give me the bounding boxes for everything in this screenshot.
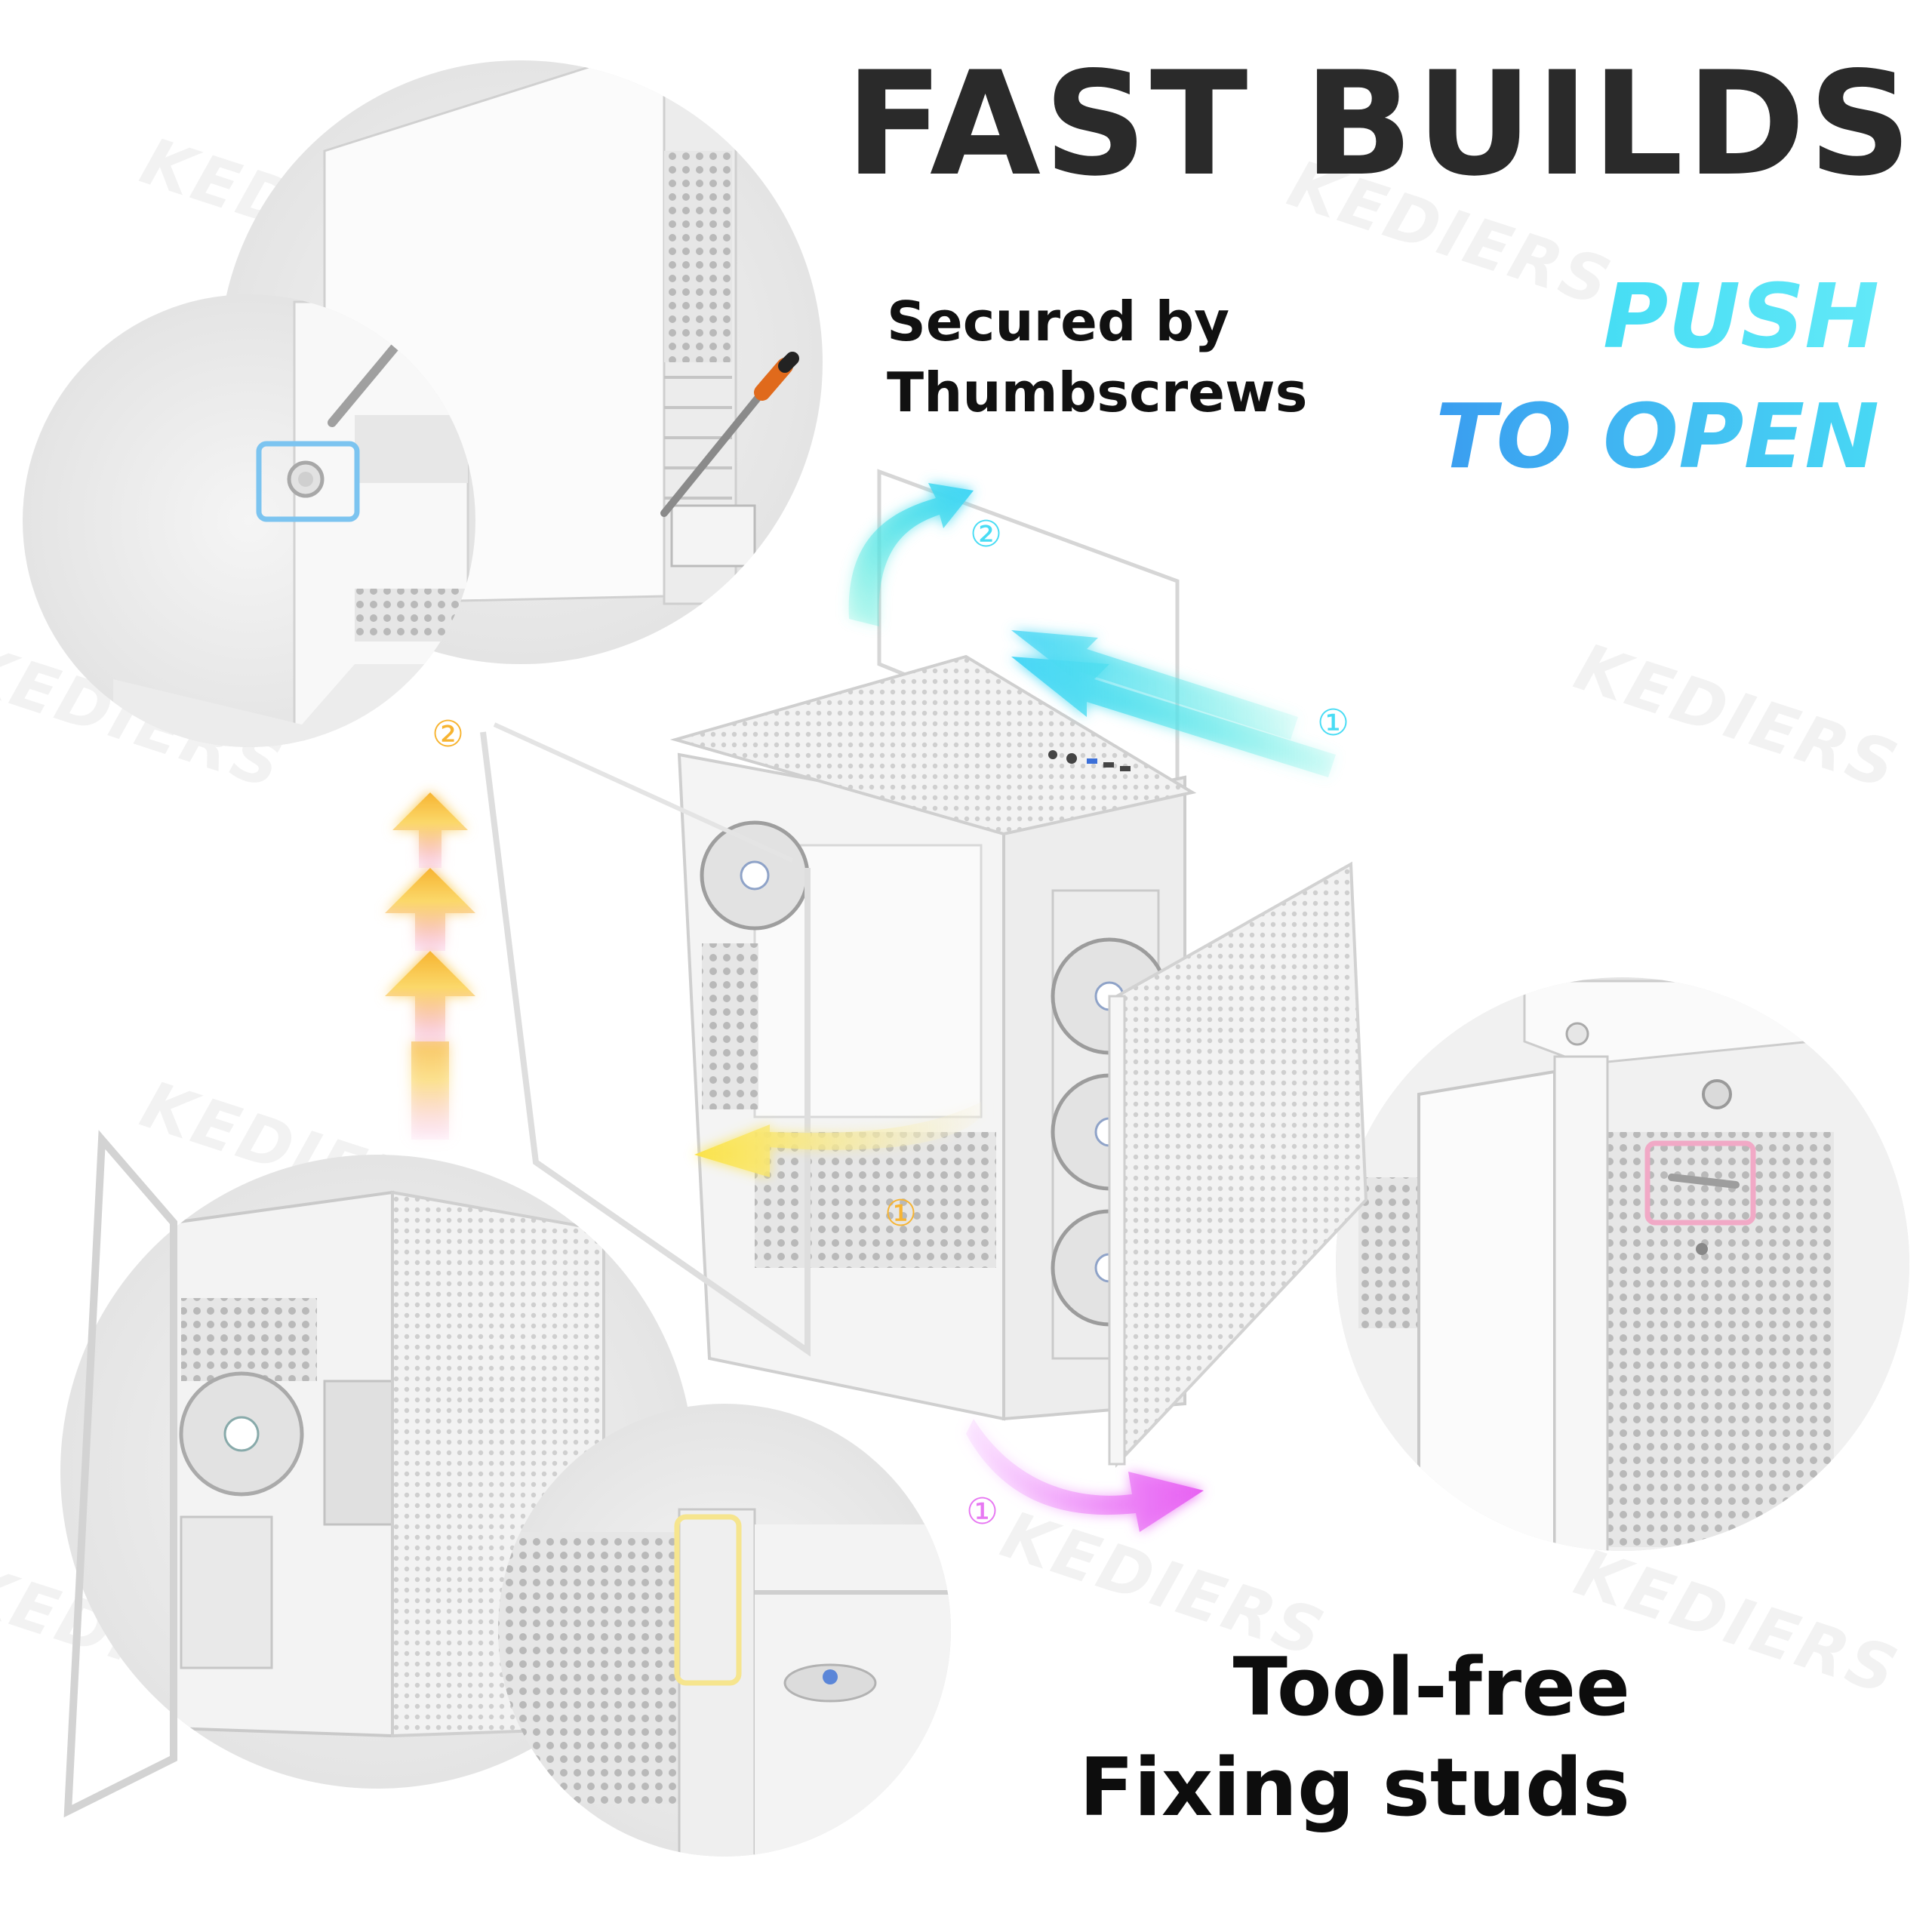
cyan-lift-arrow xyxy=(848,483,974,626)
step-marker-orange-2: ② xyxy=(432,713,465,755)
yellow-slide-arrow xyxy=(694,1102,981,1177)
magenta-swing-arrow xyxy=(966,1419,1204,1532)
step-marker-magenta-1: ① xyxy=(966,1491,999,1533)
tool-free-callout: Tool-free Fixing studs xyxy=(1079,1638,1630,1838)
step-marker-orange-1: ① xyxy=(884,1192,918,1235)
side-panel-detail xyxy=(60,1130,694,1818)
tool-free-line1: Tool-free xyxy=(1232,1641,1630,1734)
orange-lift-arrows xyxy=(385,792,475,1140)
exploded-case xyxy=(480,469,1368,1469)
glass-side-panel xyxy=(63,1130,177,1818)
cyan-push-arrows xyxy=(1011,630,1336,777)
stud-mount-detail xyxy=(1336,977,1909,1551)
thumbscrews-callout-line1: Secured by xyxy=(887,290,1230,353)
thumbscrews-callout-line2: Thumbscrews xyxy=(887,360,1308,424)
glass-side-panel-outline xyxy=(480,731,811,1357)
highlight-box-blue xyxy=(256,441,360,522)
step-marker-cyan-2: ② xyxy=(970,513,1003,555)
push-to-open-line1: PUSH xyxy=(1435,257,1879,377)
tool-free-line2: Fixing studs xyxy=(1079,1740,1630,1834)
highlight-box-pink xyxy=(1644,1140,1756,1226)
push-to-open-callout: PUSH TO OPEN xyxy=(1435,257,1879,497)
step-marker-cyan-1: ① xyxy=(1317,702,1350,744)
highlight-box-yellow xyxy=(674,1514,742,1686)
headline: FAST BUILDS xyxy=(845,41,1915,208)
thumbscrew-detail xyxy=(23,294,475,747)
push-to-open-line2: TO OPEN xyxy=(1435,377,1879,497)
thumbscrews-callout: Secured by Thumbscrews xyxy=(887,287,1307,428)
